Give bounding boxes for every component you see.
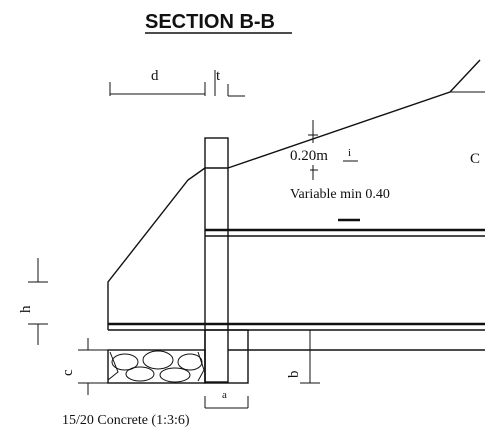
dimension-c-label: c (60, 369, 76, 376)
ground-min-label: Variable min 0.40 (290, 187, 390, 202)
dimension-b-label: b (286, 371, 302, 379)
concrete-stones (107, 350, 205, 383)
dimension-h: h (18, 258, 48, 345)
dimension-d-label: d (151, 68, 159, 84)
dimension-t: t (214, 68, 245, 97)
concrete-note: 15/20 Concrete (1:3:6) (62, 413, 190, 428)
dimension-i-label: i (348, 147, 351, 159)
dimension-a-label: a (222, 389, 227, 401)
edge-mark: C (470, 151, 480, 167)
footing-box (204, 329, 249, 384)
dimension-t-label: t (216, 68, 221, 84)
dimension-a: a (204, 389, 249, 409)
dimension-020-label: 0.20m (290, 148, 328, 164)
dimension-020: 0.20m i (290, 120, 358, 180)
retaining-wall (204, 137, 229, 383)
left-embankment (107, 167, 206, 330)
ground-line (227, 59, 481, 169)
dimension-b: b (286, 330, 320, 384)
section-title: SECTION B-B (145, 11, 275, 33)
dimension-d: d (109, 68, 206, 96)
dimension-c: c (60, 338, 108, 395)
dimension-h-label: h (18, 305, 34, 313)
concrete-base (107, 349, 206, 384)
